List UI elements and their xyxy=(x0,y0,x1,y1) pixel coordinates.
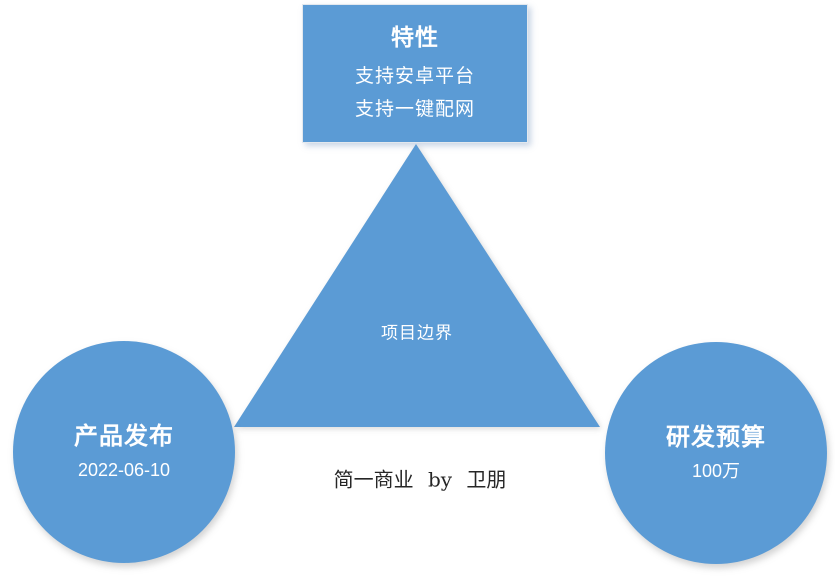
rd-budget-circle: 研发预算 100万 xyxy=(605,342,827,564)
left-circle-title: 产品发布 xyxy=(74,423,174,450)
feature-box-title: 特性 xyxy=(391,24,439,50)
product-release-circle: 产品发布 2022-06-10 xyxy=(13,341,235,563)
triangle-label: 项目边界 xyxy=(381,323,453,343)
watermark-text: 简一商业 by 卫朋 xyxy=(333,467,507,492)
feature-box-line-2: 支持一键配网 xyxy=(354,99,475,120)
feature-box-line-1: 支持安卓平台 xyxy=(354,66,475,87)
right-circle-value: 100万 xyxy=(691,461,741,481)
feature-box: 特性 支持安卓平台 支持一键配网 xyxy=(302,4,528,143)
right-circle-title: 研发预算 xyxy=(666,424,766,451)
left-circle-value: 2022-06-10 xyxy=(77,460,171,480)
